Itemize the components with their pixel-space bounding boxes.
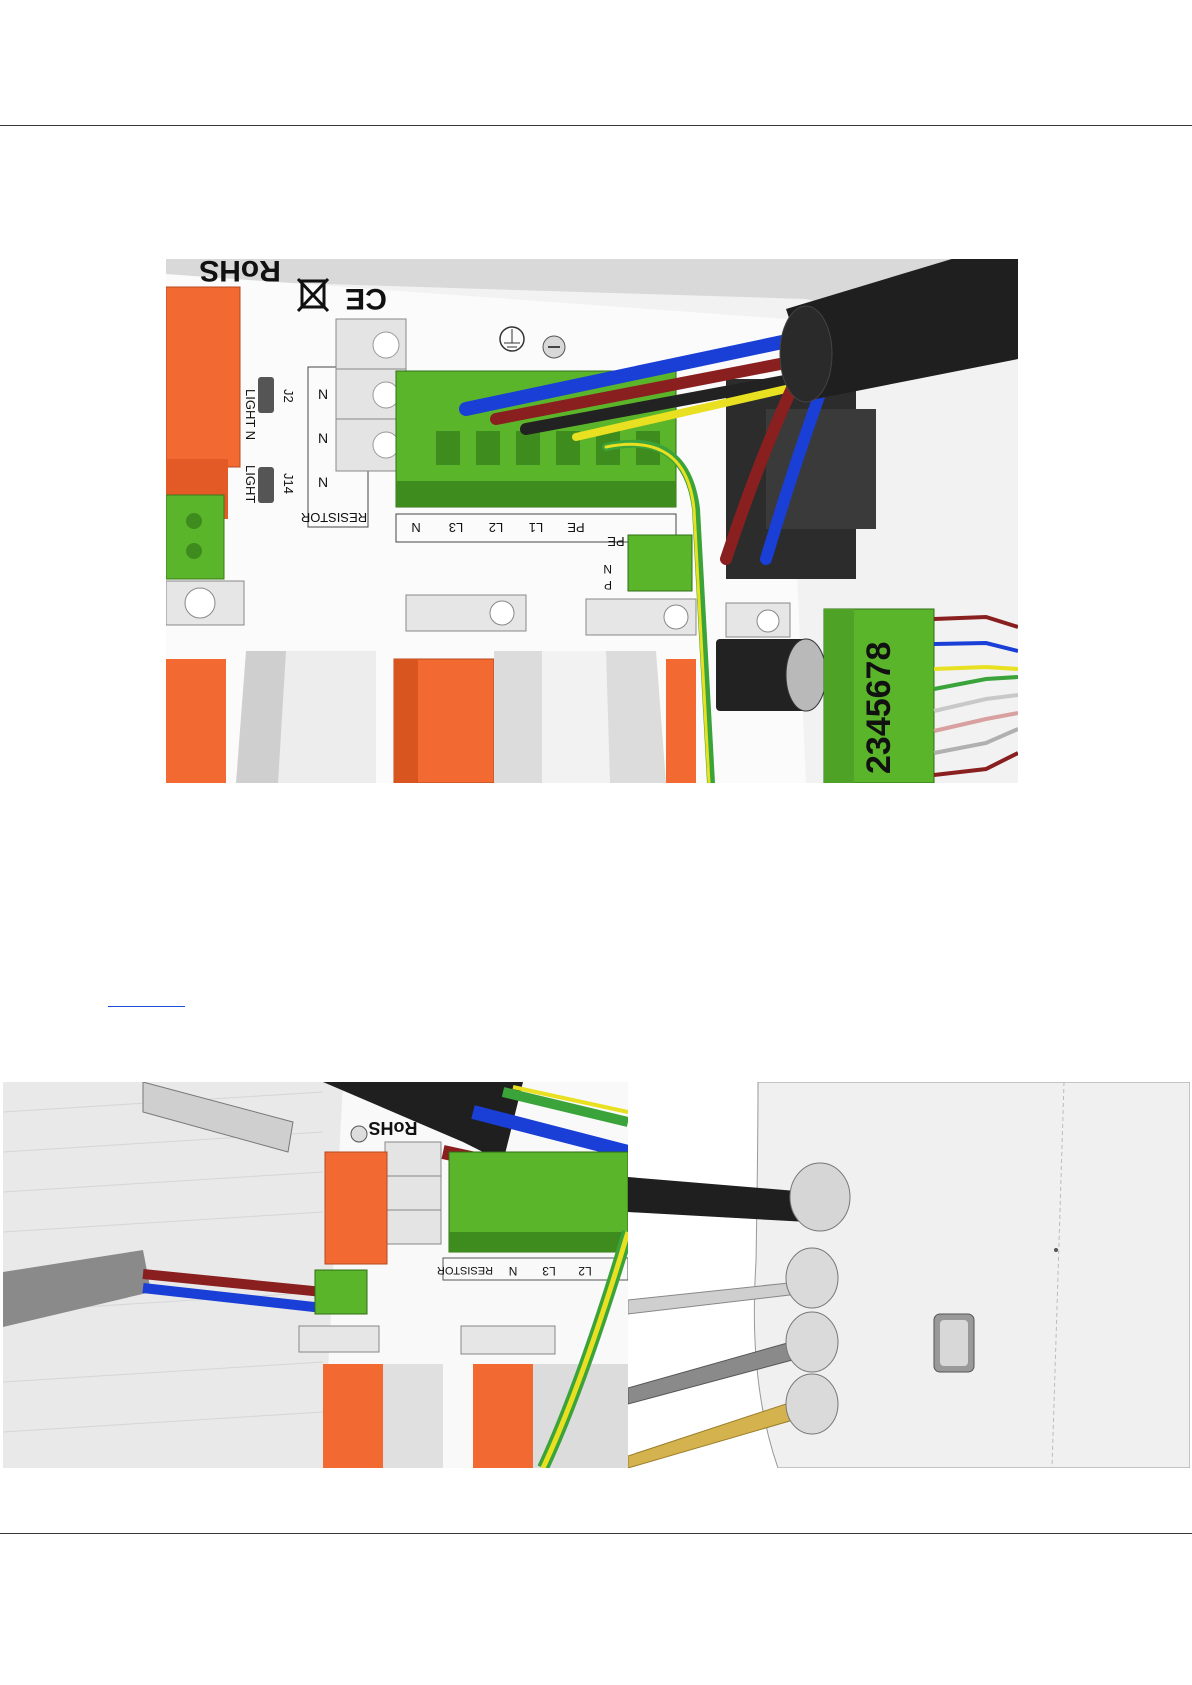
figure-board-closeup: RoHS CE LIGHT N LIGHT J14 J2 RESISTOR N … [166, 259, 1018, 783]
svg-text:L3: L3 [542, 1264, 556, 1278]
svg-text:2345678: 2345678 [860, 642, 898, 774]
footer-rule [0, 1533, 1192, 1534]
svg-text:PE: PE [607, 534, 625, 549]
svg-text:N: N [509, 1264, 518, 1278]
svg-text:L2: L2 [489, 520, 503, 535]
figure-sensor-wiring: RoHS RESISTOR N L3 L2 [3, 1082, 628, 1468]
ce-mark: CE [345, 282, 387, 315]
screw-icon [543, 336, 565, 358]
svg-text:CE: CE [345, 282, 387, 315]
svg-text:J2: J2 [281, 389, 296, 403]
header-rule [0, 125, 1192, 126]
hyperlink-underline[interactable] [108, 992, 185, 1007]
svg-text:L3: L3 [449, 520, 463, 535]
svg-text:N: N [318, 430, 328, 446]
svg-text:N: N [603, 562, 612, 576]
svg-text:LIGHT: LIGHT [243, 465, 258, 503]
power-switch[interactable] [934, 1314, 974, 1372]
svg-text:RESISTOR: RESISTOR [301, 510, 367, 525]
svg-text:J14: J14 [281, 473, 296, 494]
svg-text:RoHS: RoHS [199, 259, 281, 287]
svg-text:RoHS: RoHS [369, 1118, 418, 1138]
rohs-mark: RoHS [199, 259, 281, 287]
svg-text:N: N [318, 386, 328, 402]
svg-text:PE: PE [567, 520, 585, 535]
svg-text:N: N [411, 520, 420, 535]
svg-text:LIGHT N: LIGHT N [243, 389, 258, 440]
svg-text:N: N [318, 474, 328, 490]
svg-text:P: P [604, 578, 612, 592]
sensor-terminal: 2345678 [824, 609, 934, 783]
relay [166, 287, 240, 467]
svg-text:RESISTOR: RESISTOR [437, 1264, 493, 1276]
svg-text:L2: L2 [578, 1264, 592, 1278]
figure-cable-glands [628, 1082, 1190, 1468]
svg-text:L1: L1 [529, 520, 543, 535]
